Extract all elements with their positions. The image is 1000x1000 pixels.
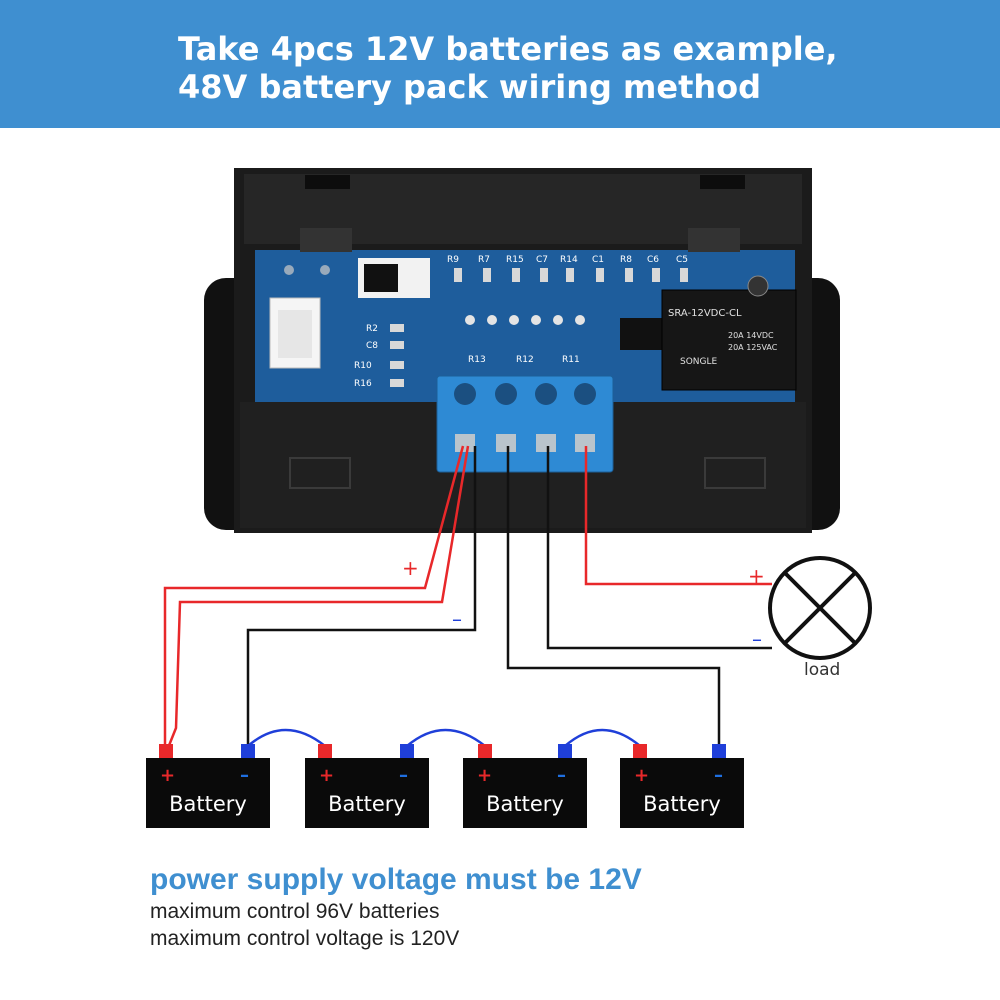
terminal-block (436, 375, 614, 473)
battery-plus-terminal (478, 744, 492, 758)
comp-label: R16 (354, 379, 372, 389)
title-line-2: 48V battery pack wiring method (178, 68, 762, 106)
note-line-1: maximum control 96V batteries (150, 900, 440, 923)
wires (163, 445, 772, 749)
load-label: load (804, 660, 840, 680)
battery-plus-terminal (633, 744, 647, 758)
svg-text:+: + (160, 765, 175, 786)
battery-minus-wire (506, 446, 721, 748)
svg-text:–: – (714, 765, 723, 786)
battery: + – Battery (305, 744, 429, 828)
comp-label: R14 (560, 255, 578, 265)
relay-model: SRA-12VDC-CL (668, 308, 742, 319)
svg-text:SONGLE: SONGLE (680, 357, 718, 367)
svg-text:20A 125VAC: 20A 125VAC (728, 343, 778, 352)
terminal-4 (575, 434, 595, 452)
battery-label: Battery (169, 792, 247, 816)
comp-label: C6 (647, 255, 659, 265)
terminal-2 (496, 434, 516, 452)
svg-text:+: + (319, 765, 334, 786)
load-plus-wire (584, 446, 772, 586)
load-lamp-icon: load (768, 556, 872, 680)
positive-wire-b (166, 445, 470, 749)
battery-minus-terminal (558, 744, 572, 758)
title-banner: Take 4pcs 12V batteries as example, 48V … (0, 0, 1000, 128)
comp-label: R9 (447, 255, 459, 265)
svg-text:20A 14VDC: 20A 14VDC (728, 331, 774, 340)
load-minus-label: – (752, 627, 762, 651)
comp-label: R15 (506, 255, 524, 265)
load-plus-label: + (748, 564, 765, 588)
load-minus-wire (546, 446, 772, 650)
voltage-requirement: power supply voltage must be 12V (150, 863, 642, 896)
negative-wire (246, 446, 477, 748)
svg-text:+: + (477, 765, 492, 786)
battery-minus-terminal (712, 744, 726, 758)
comp-label: R10 (354, 361, 372, 371)
comp-label: C7 (536, 255, 548, 265)
note-line-2: maximum control voltage is 120V (150, 927, 460, 950)
regulator-chip (364, 264, 398, 292)
svg-text:–: – (399, 765, 408, 786)
wiring-diagram: R9 R7 R15 C7 R14 C1 R8 C6 C5 R2 C8 R10 R… (146, 168, 872, 828)
comp-label: C5 (676, 255, 688, 265)
battery: + – Battery (620, 744, 744, 828)
terminal-3 (536, 434, 556, 452)
battery-plus-terminal (159, 744, 173, 758)
series-link-3 (564, 728, 641, 747)
notes: power supply voltage must be 12V maximum… (150, 862, 642, 952)
comp-label: R13 (468, 355, 486, 365)
relay: SRA-12VDC-CL 20A 14VDC 20A 125VAC SONGLE (661, 289, 797, 391)
comp-label: R11 (562, 355, 580, 365)
controller-module: R9 R7 R15 C7 R14 C1 R8 C6 C5 R2 C8 R10 R… (204, 168, 840, 533)
series-link-2 (406, 728, 486, 747)
svg-text:+: + (634, 765, 649, 786)
battery-label: Battery (486, 792, 564, 816)
comp-label: C8 (366, 341, 378, 351)
ic-chip (620, 318, 662, 350)
battery-bank: + – Battery + – Battery + – Battery + (146, 744, 744, 828)
comp-label: R2 (366, 324, 378, 334)
series-link-1 (247, 728, 326, 747)
battery-plus-terminal (318, 744, 332, 758)
battery: + – Battery (463, 744, 587, 828)
battery-label: Battery (328, 792, 406, 816)
positive-wire-a (163, 445, 465, 748)
battery: + – Battery (146, 744, 270, 828)
terminal-1 (455, 434, 475, 452)
comp-label: C1 (592, 255, 604, 265)
title-line-1: Take 4pcs 12V batteries as example, (178, 30, 838, 68)
svg-text:–: – (557, 765, 566, 786)
battery-minus-terminal (400, 744, 414, 758)
battery-label: Battery (643, 792, 721, 816)
comp-label: R7 (478, 255, 490, 265)
plus-label: + (402, 556, 419, 580)
minus-label: – (452, 607, 462, 631)
battery-minus-terminal (241, 744, 255, 758)
svg-text:–: – (240, 765, 249, 786)
comp-label: R12 (516, 355, 534, 365)
comp-label: R8 (620, 255, 632, 265)
